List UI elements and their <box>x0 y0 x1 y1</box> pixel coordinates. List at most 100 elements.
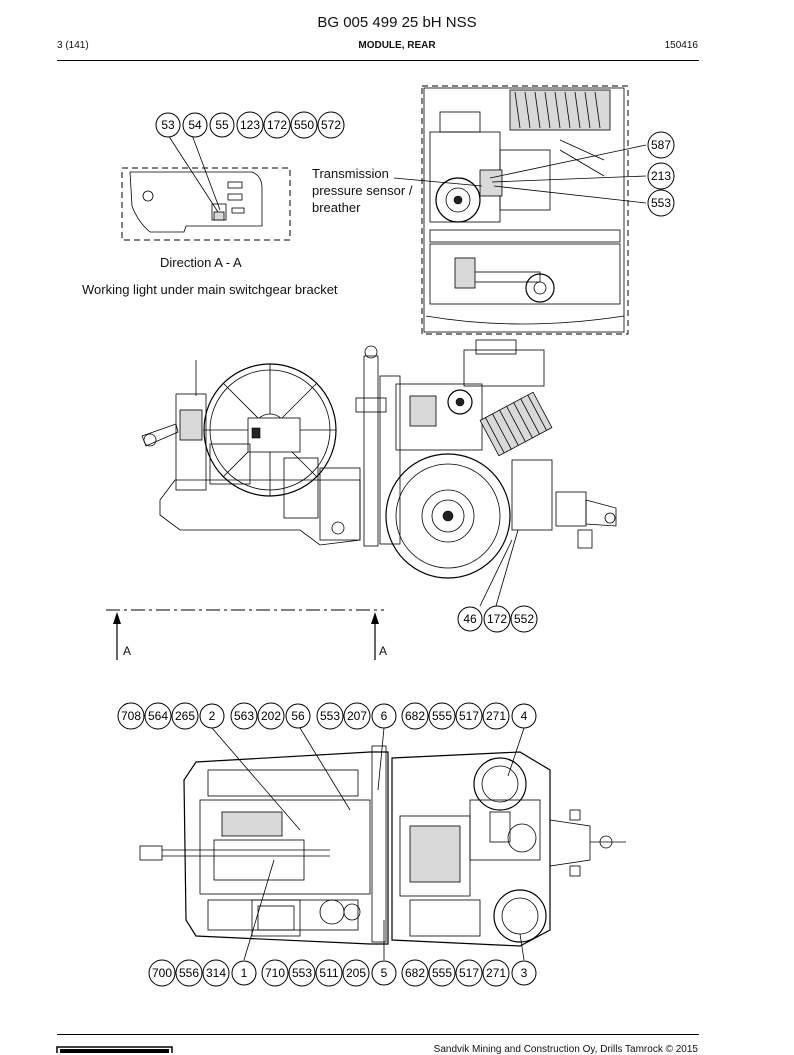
svg-text:552: 552 <box>514 612 534 626</box>
svg-text:564: 564 <box>148 709 168 723</box>
callout-bubble: 563 <box>230 702 258 730</box>
callout-bubble: 587 <box>647 131 675 159</box>
callout-bubble: 3 <box>511 960 537 986</box>
callout-bubble: 213 <box>647 162 675 190</box>
svg-text:205: 205 <box>346 966 366 980</box>
callout-bubble: 55 <box>209 112 235 138</box>
svg-text:56: 56 <box>291 709 305 723</box>
transmission-caption-line2: pressure sensor / <box>312 183 413 198</box>
callout-bubble: 123 <box>236 111 264 139</box>
callouts-wheel: 46 172 552 <box>457 605 538 633</box>
callout-bubble: 172 <box>483 605 511 633</box>
callout-bubble: 555 <box>428 959 456 987</box>
document-title: BG 005 499 25 bH NSS <box>317 14 477 31</box>
callout-bubble: 564 <box>144 702 172 730</box>
callout-bubble: 682 <box>401 702 429 730</box>
callout-bubble: 46 <box>457 606 483 632</box>
callout-bubble: 6 <box>371 703 397 729</box>
svg-text:517: 517 <box>459 709 479 723</box>
transmission-caption-line3: breather <box>312 200 361 215</box>
callout-bubble: 314 <box>202 959 230 987</box>
callout-bubble: 54 <box>182 112 208 138</box>
svg-text:555: 555 <box>432 709 452 723</box>
callout-bubble: 5 <box>371 960 397 986</box>
transmission-detail <box>393 85 647 335</box>
callout-bubble: 572 <box>317 111 345 139</box>
callout-bubble: 550 <box>290 111 318 139</box>
svg-text:314: 314 <box>206 966 226 980</box>
section-marker-right: A <box>379 644 388 658</box>
transmission-caption-line1: Transmission <box>312 166 389 181</box>
svg-text:54: 54 <box>188 118 202 132</box>
callout-bubble: 271 <box>482 959 510 987</box>
callout-bubble: 517 <box>455 702 483 730</box>
svg-text:271: 271 <box>486 966 506 980</box>
svg-text:517: 517 <box>459 966 479 980</box>
svg-text:207: 207 <box>347 709 367 723</box>
callout-bubble: 556 <box>175 959 203 987</box>
svg-text:6: 6 <box>381 709 388 723</box>
top-view-machine <box>139 727 626 961</box>
callout-bubble: 700 <box>148 959 176 987</box>
section-line-A-A <box>106 609 384 660</box>
callout-bubble: 265 <box>171 702 199 730</box>
callout-bubble: 4 <box>511 703 537 729</box>
callout-bubble: 511 <box>315 959 343 987</box>
svg-text:4: 4 <box>521 709 528 723</box>
section-title: MODULE, REAR <box>358 40 436 51</box>
svg-text:172: 172 <box>487 612 507 626</box>
svg-text:563: 563 <box>234 709 254 723</box>
callout-bubble: 207 <box>343 702 371 730</box>
svg-text:553: 553 <box>292 966 312 980</box>
callout-bubble: 271 <box>482 702 510 730</box>
callout-bubble: 517 <box>455 959 483 987</box>
working-light-caption: Working light under main switchgear brac… <box>82 282 338 297</box>
callout-bubble: 56 <box>285 703 311 729</box>
callout-bubble: 682 <box>401 959 429 987</box>
svg-text:710: 710 <box>265 966 285 980</box>
callouts-working-light: 53 54 55 123 172 550 572 <box>155 111 345 139</box>
svg-text:53: 53 <box>161 118 175 132</box>
side-view-machine <box>141 339 617 607</box>
footer-copyright: Sandvik Mining and Construction Oy, Dril… <box>433 1044 698 1055</box>
callout-bubble: 555 <box>428 702 456 730</box>
section-marker-left: A <box>123 644 132 658</box>
sandvik-logo <box>56 1046 173 1053</box>
svg-text:1: 1 <box>241 966 248 980</box>
callout-bubble: 202 <box>257 702 285 730</box>
callout-bubble: 708 <box>117 702 145 730</box>
svg-text:553: 553 <box>651 196 671 210</box>
svg-text:3: 3 <box>521 966 528 980</box>
svg-text:553: 553 <box>320 709 340 723</box>
callouts-transmission: 587 213 553 <box>647 131 675 217</box>
callout-bubble: 1 <box>231 960 257 986</box>
svg-text:700: 700 <box>152 966 172 980</box>
svg-text:682: 682 <box>405 966 425 980</box>
svg-text:550: 550 <box>294 118 314 132</box>
callout-bubble: 53 <box>155 112 181 138</box>
page-number: 3 (141) <box>57 40 89 51</box>
svg-text:172: 172 <box>267 118 287 132</box>
svg-text:46: 46 <box>463 612 477 626</box>
svg-text:511: 511 <box>319 966 338 980</box>
direction-caption: Direction A - A <box>160 255 242 270</box>
svg-text:682: 682 <box>405 709 425 723</box>
svg-text:555: 555 <box>432 966 452 980</box>
svg-text:556: 556 <box>179 966 199 980</box>
svg-text:271: 271 <box>486 709 506 723</box>
callout-bubble: 553 <box>647 189 675 217</box>
svg-text:5: 5 <box>381 966 388 980</box>
callout-bubble: 552 <box>510 605 538 633</box>
svg-text:213: 213 <box>651 169 671 183</box>
callout-bubble: 172 <box>263 111 291 139</box>
date-code: 150416 <box>664 40 698 51</box>
callout-bubble: 553 <box>316 702 344 730</box>
working-light-detail <box>121 134 291 241</box>
callout-bubble: 553 <box>288 959 316 987</box>
svg-text:708: 708 <box>121 709 141 723</box>
header-rule <box>57 60 699 61</box>
svg-text:123: 123 <box>240 118 260 132</box>
svg-text:55: 55 <box>215 118 229 132</box>
svg-text:2: 2 <box>209 709 216 723</box>
